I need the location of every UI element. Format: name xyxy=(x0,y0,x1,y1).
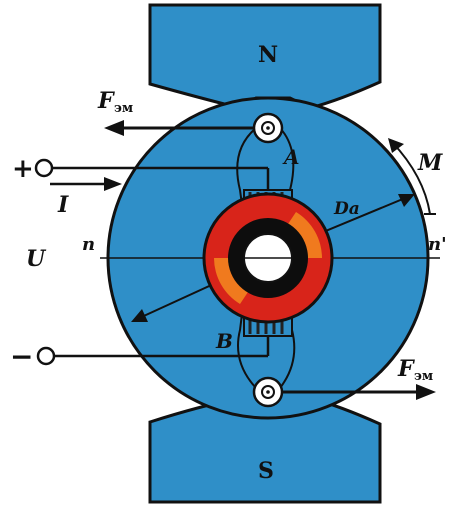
diameter-label: Da xyxy=(333,199,360,219)
coil-bottom-left xyxy=(237,297,257,389)
diameter-arrowhead-upper xyxy=(398,194,415,207)
force-bottom-label: F xyxy=(397,356,415,382)
force-bottom-subscript: эм xyxy=(414,369,433,384)
voltage-label: U xyxy=(26,246,47,272)
commutator-highlight xyxy=(214,258,252,304)
plus-terminal-label: + xyxy=(12,154,34,184)
axis-left-label: n xyxy=(82,234,95,255)
current-arrowhead xyxy=(104,177,122,191)
current-label: I xyxy=(57,192,69,218)
bottom-conductor xyxy=(252,376,284,408)
south-pole-label: S xyxy=(258,458,274,484)
brush-a-label: A xyxy=(282,145,300,169)
force-top-arrowhead xyxy=(104,120,124,136)
force-top-subscript: эм xyxy=(114,101,133,116)
minus-terminal-label: − xyxy=(10,340,33,373)
minus-terminal-icon xyxy=(36,346,56,366)
torque-arrowhead xyxy=(388,138,404,153)
north-pole-label: N xyxy=(258,42,278,68)
torque-label: M xyxy=(417,150,443,176)
torque-arc xyxy=(391,141,431,215)
top-conductor xyxy=(252,112,284,144)
plus-terminal-icon xyxy=(34,158,54,178)
brush-b-label: B xyxy=(215,329,233,353)
commutator-highlight-2 xyxy=(284,212,322,258)
force-bottom-arrowhead xyxy=(416,384,436,400)
coil-top-left xyxy=(236,127,257,221)
force-top-label: F xyxy=(97,88,115,114)
axis-right-label: n' xyxy=(428,234,447,255)
diameter-arrowhead-lower xyxy=(131,309,148,322)
